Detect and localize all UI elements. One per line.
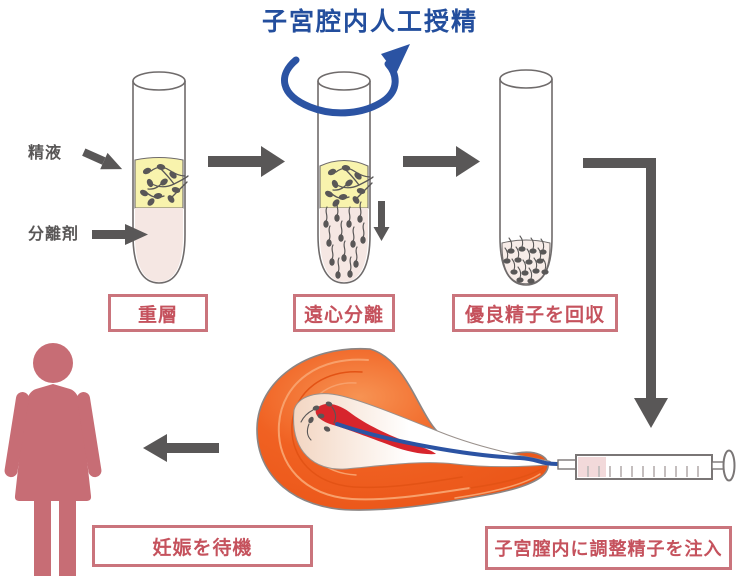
syringe-scale-ticks — [587, 466, 699, 477]
sperm-in-cavity — [300, 401, 337, 441]
test-tube-layering — [132, 71, 189, 284]
sediment-down-icon — [373, 201, 390, 241]
syringe-plunger-cap — [722, 449, 736, 482]
page-title: 子宮腔内人工授精 — [261, 9, 478, 36]
step-label-centrifuge: 遠心分離 — [293, 294, 395, 332]
semen-arrow-icon — [82, 148, 123, 170]
separation-agent-label: 分離剤 — [28, 226, 80, 243]
female-pictogram-icon — [4, 343, 102, 576]
arrow-step3-to-syringe — [583, 158, 668, 428]
centrifuge-rotation-icon — [281, 44, 410, 117]
syringe-nozzle — [557, 459, 577, 470]
test-tube-collected — [499, 69, 553, 286]
step-label-inject-sperm: 子宮膣内に調整精子を注入 — [485, 526, 732, 570]
semen-label: 精液 — [28, 145, 63, 162]
step-label-wait-pregnancy: 妊娠を待機 — [92, 525, 313, 567]
syringe-illustration — [557, 449, 736, 482]
separator-arrow-icon — [92, 224, 148, 245]
arrow-step2-to-step3 — [403, 146, 480, 177]
step-label-collect-sperm: 優良精子を回収 — [452, 294, 618, 332]
uterus-illustration — [256, 347, 559, 511]
arrow-uterus-to-woman — [143, 434, 219, 462]
arrow-step1-to-step2 — [208, 146, 285, 177]
step-label-layering: 重層 — [108, 294, 208, 332]
separator-layer — [135, 208, 183, 282]
test-tube-centrifuge — [317, 71, 374, 284]
catheter-tube — [335, 422, 559, 466]
syringe-fluid — [578, 457, 606, 477]
